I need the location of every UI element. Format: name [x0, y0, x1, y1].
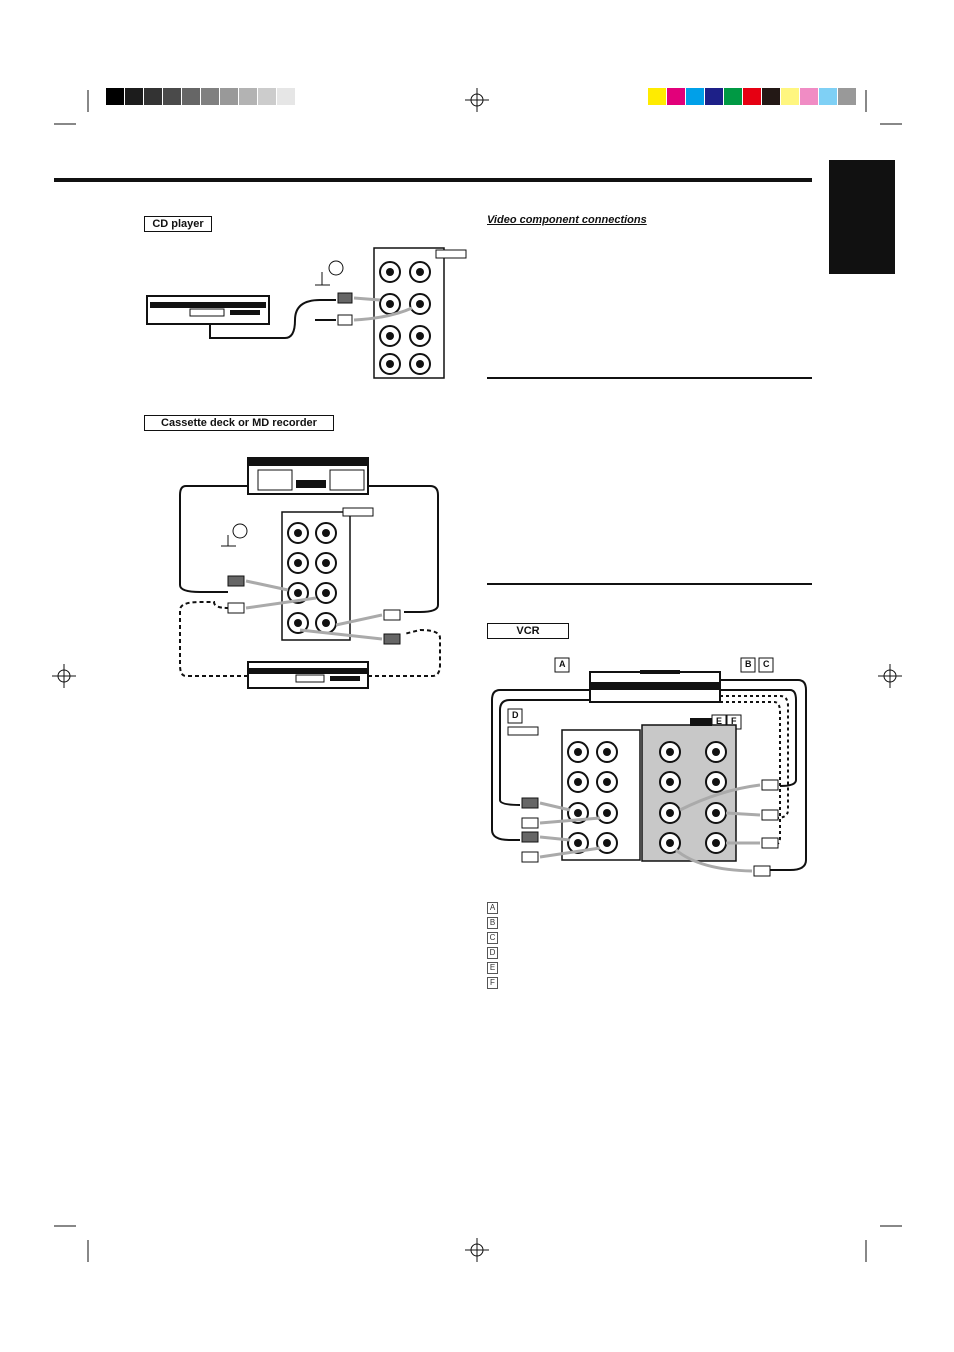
color-swatch: [762, 88, 781, 105]
legend-letter-f: F: [487, 977, 498, 989]
section-rule-2: [487, 583, 812, 585]
cd-player-label: CD player: [144, 216, 212, 232]
callout-d: D: [512, 710, 519, 720]
color-swatch: [648, 88, 667, 105]
legend-letter-a: A: [487, 902, 498, 914]
callout-a: A: [559, 659, 566, 669]
color-swatch: [838, 88, 857, 105]
gray-swatch: [125, 88, 144, 105]
color-swatch: [819, 88, 838, 105]
vcr-device: [589, 670, 721, 703]
gray-swatch: [220, 88, 239, 105]
cassette-md-label: Cassette deck or MD recorder: [144, 415, 334, 431]
color-swatch: [686, 88, 705, 105]
gray-swatch: [106, 88, 125, 105]
color-swatch: [743, 88, 762, 105]
color-calibration-bar: [648, 88, 857, 105]
ground-icon: [315, 260, 344, 286]
legend-list: A B C D E F: [487, 902, 498, 989]
vcr-video-jack-panel: [641, 718, 737, 862]
color-swatch: [667, 88, 686, 105]
cd-player-device: [146, 295, 270, 325]
tape-jack-panel: [281, 507, 374, 641]
color-swatch: [800, 88, 819, 105]
callout-b: B: [745, 659, 752, 669]
cd-jack-panel: [373, 247, 467, 379]
section-tab: [829, 160, 895, 274]
cassette-deck-device: [247, 457, 369, 495]
gray-swatch: [258, 88, 277, 105]
color-swatch: [781, 88, 800, 105]
color-swatch: [724, 88, 743, 105]
vcr-audio-jack-panel: [507, 726, 641, 861]
gray-swatch: [201, 88, 220, 105]
legend-letter-e: E: [487, 962, 498, 974]
legend-letter-c: C: [487, 932, 498, 944]
legend-letter-b: B: [487, 917, 498, 929]
header-rule: [54, 178, 812, 182]
gray-swatch: [144, 88, 163, 105]
legend-letter-d: D: [487, 947, 498, 959]
vcr-label: VCR: [487, 623, 569, 639]
registration-mark-left: [52, 664, 76, 688]
color-swatch: [705, 88, 724, 105]
gray-swatch: [163, 88, 182, 105]
video-connections-heading: Video component connections: [487, 214, 647, 226]
gray-swatch: [277, 88, 296, 105]
ground-icon-2: [221, 523, 248, 547]
md-recorder-device: [247, 661, 369, 689]
gray-calibration-bar: [106, 88, 315, 105]
callout-c: C: [763, 659, 770, 669]
registration-mark-bottom: [465, 1238, 489, 1262]
callout-e: E: [716, 716, 723, 726]
registration-mark-right: [878, 664, 902, 688]
gray-swatch: [182, 88, 201, 105]
section-rule-1: [487, 377, 812, 379]
gray-swatch: [239, 88, 258, 105]
callout-f: F: [731, 716, 737, 726]
crop-marks: [54, 90, 902, 1262]
registration-mark-top: [465, 88, 489, 112]
gray-swatch: [296, 88, 315, 105]
